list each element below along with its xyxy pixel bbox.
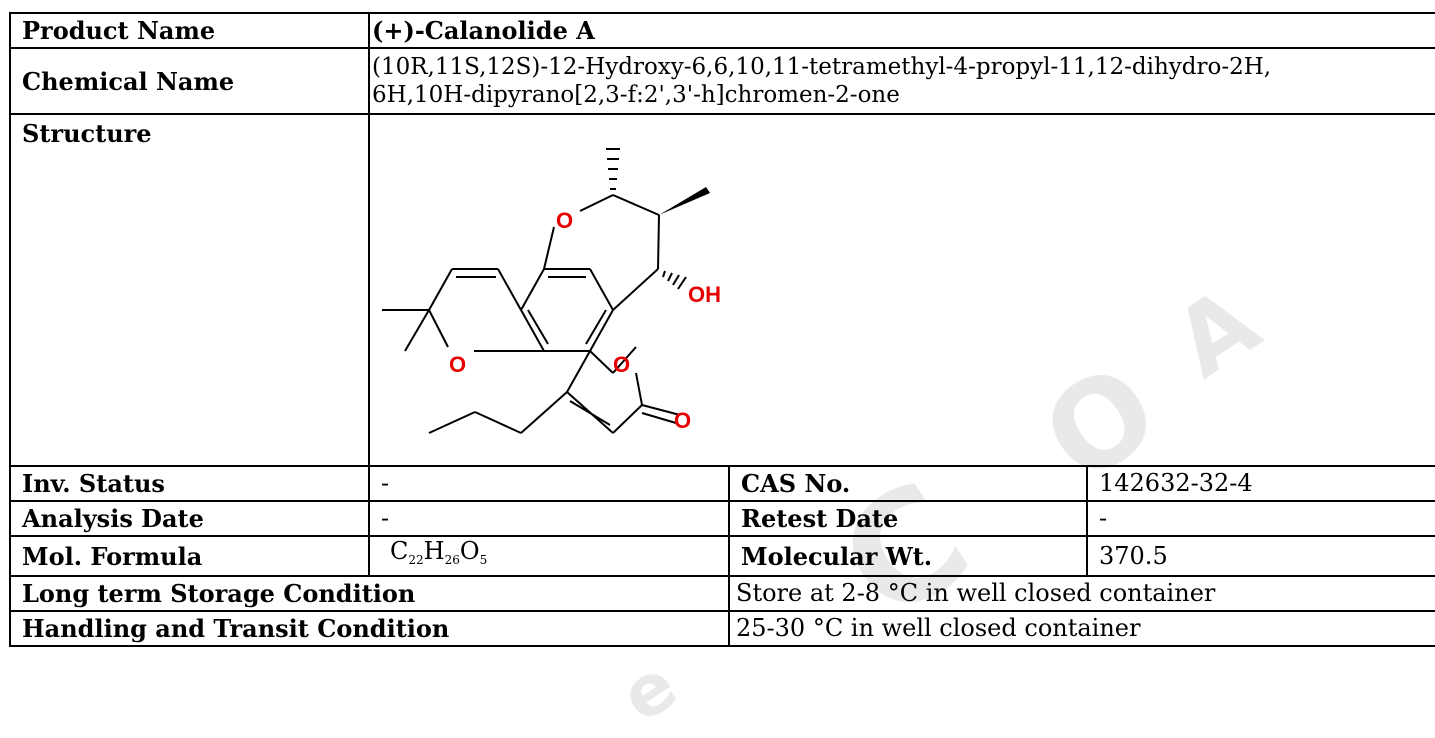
formula-oxygen: O xyxy=(459,537,480,565)
product-name-value: (+)-Calanolide A xyxy=(368,12,1435,49)
row-mol-formula: Mol. Formula C22H26O5 Molecular Wt. 370.… xyxy=(9,535,1435,577)
structure-cell: O OH O O O xyxy=(368,113,1435,467)
formula-carbon: C xyxy=(390,537,409,565)
chemical-name-text: (10R,11S,12S)-12-Hydroxy-6,6,10,11-tetra… xyxy=(372,54,1272,108)
mol-formula-label: Mol. Formula xyxy=(9,535,370,577)
hash-bonds xyxy=(606,148,687,290)
analysis-date-label: Analysis Date xyxy=(9,500,370,537)
atom-oh: OH xyxy=(688,282,721,307)
heteroatom-labels: O OH O O O xyxy=(449,208,721,433)
storage-label: Long term Storage Condition xyxy=(9,575,730,612)
wedge-bond xyxy=(659,187,710,215)
structure-label: Structure xyxy=(9,113,370,467)
row-handling: Handling and Transit Condition 25-30 °C … xyxy=(9,610,1435,647)
row-structure: Structure xyxy=(9,113,1435,467)
storage-value: Store at 2-8 °C in well closed container xyxy=(728,575,1435,612)
inv-status-value: - xyxy=(368,465,730,502)
handling-label: Handling and Transit Condition xyxy=(9,610,730,647)
cas-label: CAS No. xyxy=(728,465,1088,502)
watermark-letter: e xyxy=(606,643,691,738)
molecular-wt-value: 370.5 xyxy=(1086,535,1435,577)
formula-hydrogen: H xyxy=(423,537,445,565)
structure-bonds xyxy=(382,194,681,434)
cas-value: 142632-32-4 xyxy=(1086,465,1435,502)
product-name-label: Product Name xyxy=(9,12,370,49)
row-chemical-name: Chemical Name (10R,11S,12S)-12-Hydroxy-6… xyxy=(9,47,1435,115)
formula-oxygen-count: 5 xyxy=(479,553,488,567)
chemical-name-label: Chemical Name xyxy=(9,47,370,115)
atom-o: O xyxy=(674,408,691,433)
formula-carbon-count: 22 xyxy=(408,553,424,567)
handling-value: 25-30 °C in well closed container xyxy=(728,610,1435,647)
atom-o: O xyxy=(556,208,573,233)
chemical-name-value: (10R,11S,12S)-12-Hydroxy-6,6,10,11-tetra… xyxy=(368,47,1435,115)
molecular-wt-label: Molecular Wt. xyxy=(728,535,1088,577)
coa-table: Product Name (+)-Calanolide A Chemical N… xyxy=(9,12,1435,647)
row-analysis-date: Analysis Date - Retest Date - xyxy=(9,500,1435,537)
row-storage: Long term Storage Condition Store at 2-8… xyxy=(9,575,1435,612)
mol-formula-value: C22H26O5 xyxy=(368,535,730,577)
row-inv-status: Inv. Status - CAS No. 142632-32-4 xyxy=(9,465,1435,502)
atom-o: O xyxy=(449,352,466,377)
structure-diagram: O OH O O O xyxy=(382,148,721,434)
analysis-date-value: - xyxy=(368,500,730,537)
formula-hydrogen-count: 26 xyxy=(444,553,460,567)
inv-status-label: Inv. Status xyxy=(9,465,370,502)
retest-date-value: - xyxy=(1086,500,1435,537)
atom-o: O xyxy=(613,352,630,377)
row-product-name: Product Name (+)-Calanolide A xyxy=(9,12,1435,49)
retest-date-label: Retest Date xyxy=(728,500,1088,537)
